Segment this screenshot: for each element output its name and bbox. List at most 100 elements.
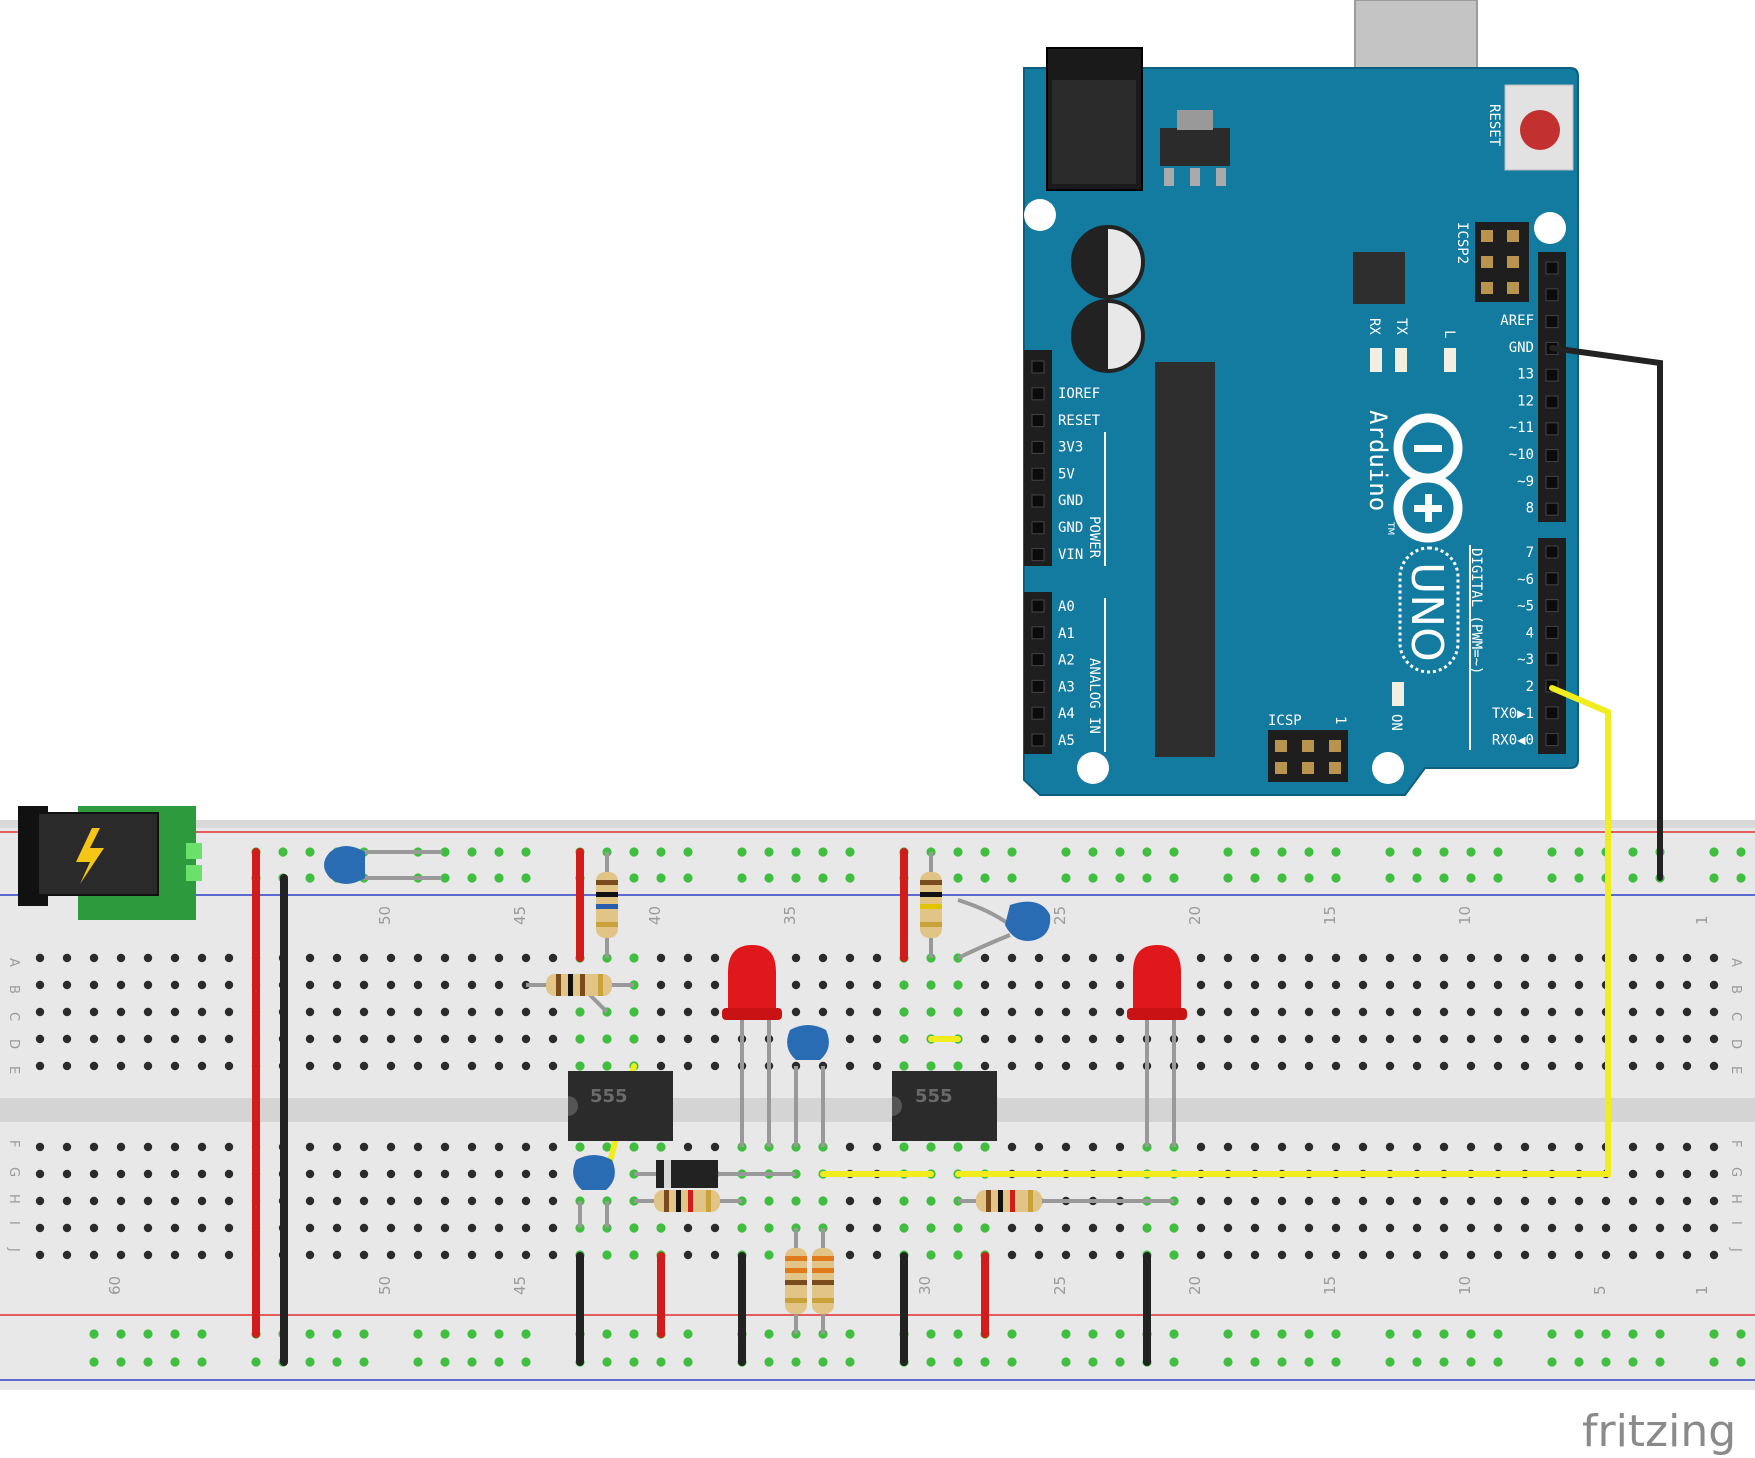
- rail-hole[interactable]: [845, 1357, 855, 1367]
- hole[interactable]: [1493, 1061, 1503, 1071]
- hole[interactable]: [1547, 1034, 1557, 1044]
- hole[interactable]: [683, 1061, 693, 1071]
- hole-connected[interactable]: [899, 980, 909, 990]
- hole[interactable]: [1304, 1196, 1314, 1206]
- hole[interactable]: [1439, 980, 1449, 990]
- hole[interactable]: [1223, 1007, 1233, 1017]
- hole[interactable]: [1061, 980, 1071, 990]
- hole[interactable]: [440, 1007, 450, 1017]
- hole[interactable]: [89, 980, 99, 990]
- rail-hole[interactable]: [845, 1329, 855, 1339]
- hole[interactable]: [467, 1061, 477, 1071]
- hole[interactable]: [1412, 1034, 1422, 1044]
- hole[interactable]: [1061, 1061, 1071, 1071]
- hole[interactable]: [494, 1169, 504, 1179]
- hole[interactable]: [1385, 1196, 1395, 1206]
- header-pin[interactable]: [1545, 261, 1559, 275]
- hole-connected[interactable]: [629, 1034, 639, 1044]
- hole[interactable]: [1196, 1061, 1206, 1071]
- rail-hole[interactable]: [467, 1357, 477, 1367]
- reset-button[interactable]: [1504, 84, 1574, 171]
- hole[interactable]: [1277, 1061, 1287, 1071]
- hole[interactable]: [440, 1223, 450, 1233]
- hole[interactable]: [143, 1223, 153, 1233]
- hole[interactable]: [116, 1223, 126, 1233]
- rail-hole[interactable]: [1115, 1329, 1125, 1339]
- hole[interactable]: [1412, 1250, 1422, 1260]
- rail-hole[interactable]: [1385, 847, 1395, 857]
- hole[interactable]: [1466, 1196, 1476, 1206]
- rail-hole[interactable]: [1169, 847, 1179, 857]
- hole[interactable]: [1709, 1007, 1719, 1017]
- hole-connected[interactable]: [764, 1223, 774, 1233]
- hole[interactable]: [224, 980, 234, 990]
- hole[interactable]: [386, 1007, 396, 1017]
- hole[interactable]: [1196, 1223, 1206, 1233]
- header-pin[interactable]: [1545, 599, 1559, 613]
- hole[interactable]: [62, 980, 72, 990]
- hole[interactable]: [332, 1007, 342, 1017]
- rail-hole[interactable]: [1439, 873, 1449, 883]
- hole[interactable]: [1007, 953, 1017, 963]
- rail-hole[interactable]: [602, 1329, 612, 1339]
- hole[interactable]: [35, 1061, 45, 1071]
- hole[interactable]: [197, 1061, 207, 1071]
- rail-hole[interactable]: [683, 847, 693, 857]
- rail-hole[interactable]: [1061, 873, 1071, 883]
- hole[interactable]: [1061, 1034, 1071, 1044]
- rail-hole[interactable]: [1304, 847, 1314, 857]
- rail-hole[interactable]: [1655, 1357, 1665, 1367]
- hole[interactable]: [1223, 1034, 1233, 1044]
- ceramic-capacitor[interactable]: [573, 1155, 615, 1228]
- rail-hole[interactable]: [1250, 1357, 1260, 1367]
- hole[interactable]: [1655, 1250, 1665, 1260]
- hole[interactable]: [143, 1142, 153, 1152]
- rail-hole[interactable]: [1142, 873, 1152, 883]
- hole[interactable]: [35, 1034, 45, 1044]
- hole[interactable]: [1223, 1196, 1233, 1206]
- hole[interactable]: [872, 1196, 882, 1206]
- rail-hole[interactable]: [440, 847, 450, 857]
- hole[interactable]: [710, 1142, 720, 1152]
- hole[interactable]: [62, 1034, 72, 1044]
- hole[interactable]: [170, 1034, 180, 1044]
- header-pin[interactable]: [1031, 679, 1045, 693]
- hole[interactable]: [791, 1007, 801, 1017]
- rail-hole[interactable]: [1709, 873, 1719, 883]
- hole[interactable]: [1412, 1142, 1422, 1152]
- hole[interactable]: [521, 1169, 531, 1179]
- hole[interactable]: [1304, 953, 1314, 963]
- rail-hole[interactable]: [1655, 1329, 1665, 1339]
- hole[interactable]: [1061, 1223, 1071, 1233]
- rail-hole[interactable]: [1061, 1329, 1071, 1339]
- hole[interactable]: [197, 953, 207, 963]
- rail-hole[interactable]: [305, 1357, 315, 1367]
- hole[interactable]: [1034, 953, 1044, 963]
- rail-hole[interactable]: [1061, 1357, 1071, 1367]
- hole[interactable]: [548, 1223, 558, 1233]
- hole[interactable]: [89, 1223, 99, 1233]
- hole[interactable]: [1358, 1196, 1368, 1206]
- hole[interactable]: [305, 1061, 315, 1071]
- hole[interactable]: [359, 1169, 369, 1179]
- hole[interactable]: [1034, 1061, 1044, 1071]
- hole[interactable]: [62, 1061, 72, 1071]
- hole[interactable]: [413, 1007, 423, 1017]
- hole[interactable]: [1331, 1250, 1341, 1260]
- hole[interactable]: [1223, 1061, 1233, 1071]
- rail-hole[interactable]: [1385, 873, 1395, 883]
- rail-hole[interactable]: [440, 1357, 450, 1367]
- hole[interactable]: [1601, 1250, 1611, 1260]
- hole[interactable]: [35, 1169, 45, 1179]
- rail-hole[interactable]: [764, 873, 774, 883]
- hole[interactable]: [1412, 980, 1422, 990]
- hole-connected[interactable]: [1169, 1250, 1179, 1260]
- hole[interactable]: [1304, 1250, 1314, 1260]
- hole[interactable]: [1682, 1061, 1692, 1071]
- rail-hole[interactable]: [683, 1357, 693, 1367]
- hole[interactable]: [872, 1061, 882, 1071]
- hole[interactable]: [1574, 1034, 1584, 1044]
- hole[interactable]: [386, 1250, 396, 1260]
- rail-hole[interactable]: [1547, 1329, 1557, 1339]
- hole[interactable]: [170, 980, 180, 990]
